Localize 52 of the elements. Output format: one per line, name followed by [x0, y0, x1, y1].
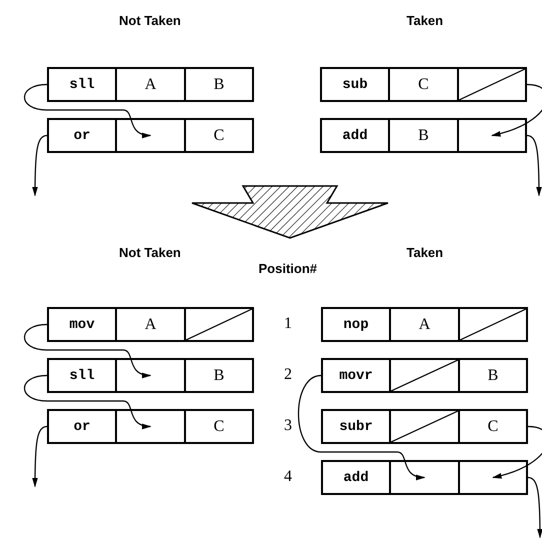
- position-number: 1: [284, 315, 292, 333]
- arrow: [24, 374, 152, 429]
- column-heading: Not Taken: [119, 12, 181, 28]
- arrow: [528, 476, 542, 538]
- operand-cell: A: [389, 307, 460, 342]
- slashed-cell: [389, 358, 460, 393]
- opcode-cell: sll: [47, 67, 117, 102]
- opcode-cell: sub: [320, 67, 390, 102]
- arrow: [24, 324, 152, 378]
- empty-cell: [115, 409, 186, 444]
- position-number: 4: [284, 468, 292, 486]
- empty-cell: [115, 118, 186, 153]
- operand-cell: C: [184, 118, 254, 153]
- empty-cell: [389, 460, 460, 495]
- column-heading: Taken: [406, 244, 444, 260]
- slashed-cell: [457, 67, 527, 102]
- empty-cell: [458, 460, 528, 495]
- operand-cell: A: [115, 307, 186, 342]
- operand-cell: C: [388, 67, 459, 102]
- slashed-cell: [389, 409, 460, 444]
- empty-cell: [457, 118, 527, 153]
- opcode-cell: add: [320, 118, 390, 153]
- empty-cell: [115, 358, 186, 393]
- opcode-cell: or: [47, 409, 117, 444]
- column-heading: Not Taken: [119, 244, 181, 260]
- arrow: [32, 426, 48, 488]
- operand-cell: B: [388, 118, 459, 153]
- opcode-cell: mov: [47, 307, 117, 342]
- opcode-cell: subr: [321, 409, 391, 444]
- arrow: [32, 134, 48, 196]
- operand-cell: B: [184, 358, 254, 393]
- opcode-cell: or: [47, 118, 117, 153]
- operand-cell: B: [458, 358, 528, 393]
- opcode-cell: add: [321, 460, 391, 495]
- arrow: [24, 84, 152, 138]
- position-number: 2: [284, 366, 292, 384]
- operand-cell: C: [458, 409, 528, 444]
- opcode-cell: movr: [321, 358, 391, 393]
- column-heading: Taken: [406, 12, 444, 28]
- slashed-cell: [458, 307, 528, 342]
- operand-cell: C: [184, 409, 254, 444]
- opcode-cell: sll: [47, 358, 117, 393]
- arrow: [491, 84, 542, 136]
- opcode-cell: nop: [321, 307, 391, 342]
- arrow: [526, 134, 542, 196]
- operand-cell: B: [184, 67, 254, 102]
- operand-cell: A: [115, 67, 186, 102]
- column-heading: Position#: [258, 260, 318, 276]
- arrow: [492, 426, 542, 478]
- slashed-cell: [184, 307, 254, 342]
- arrow: [298, 374, 426, 480]
- position-number: 3: [284, 417, 292, 435]
